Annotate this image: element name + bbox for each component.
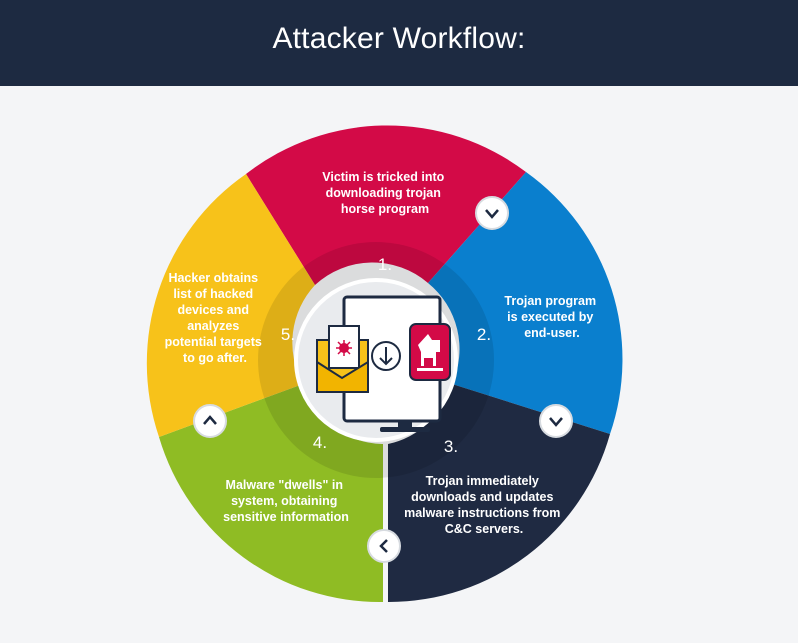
step-1-number: 1. [378,255,392,274]
segment-step-3 [388,384,610,603]
chevron-down-icon [539,404,573,438]
step-2-description: Trojan program is executed by end-user. [504,294,599,340]
segment-step-2 [428,172,623,434]
page-title: Attacker Workflow: [272,22,526,55]
segment-step-4 [159,384,383,603]
chevron-left-icon [367,529,401,563]
segment-step-1 [246,125,526,285]
step-3-number: 3. [444,437,458,456]
step-1-description: Victim is tricked into downloading troja… [322,170,448,216]
segment-step-5 [146,174,315,437]
chevron-up-icon [193,404,227,438]
step-5-description: Hacker obtains list of hacked devices an… [165,271,266,365]
step-4-number: 4. [313,433,327,452]
step-3-description: Trojan immediately downloads and updates… [404,474,564,536]
step-2-number: 2. [477,325,491,344]
step-5-number: 5. [281,325,295,344]
step-4-description: Malware "dwells" in system, obtaining se… [223,478,349,524]
computer-trojan-email-icon [316,295,451,432]
header-bar: Attacker Workflow: [0,0,798,86]
chevron-down-icon [475,196,509,230]
